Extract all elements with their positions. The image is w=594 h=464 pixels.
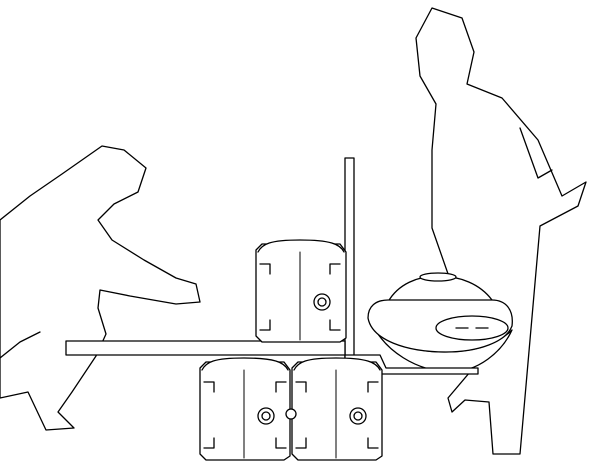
lower-left-crate: [200, 358, 290, 460]
crate-connector-knob: [286, 409, 296, 419]
horizontal-beam: [66, 341, 345, 355]
upper-crate: [256, 240, 346, 342]
lower-right-crate-cap-inner: [354, 412, 362, 420]
upper-crate-top-lid: [258, 240, 344, 252]
lower-left-crate-top-lid: [202, 358, 288, 370]
vessel-window: [436, 316, 508, 340]
lower-left-crate-cap-inner: [262, 412, 270, 420]
upper-crate-cap-inner: [318, 298, 326, 306]
vessel-top-hatch: [420, 273, 456, 281]
kneeling-person-silhouette: [0, 146, 200, 430]
lower-right-crate: [292, 358, 382, 460]
standing-person-silhouette: [416, 8, 586, 454]
